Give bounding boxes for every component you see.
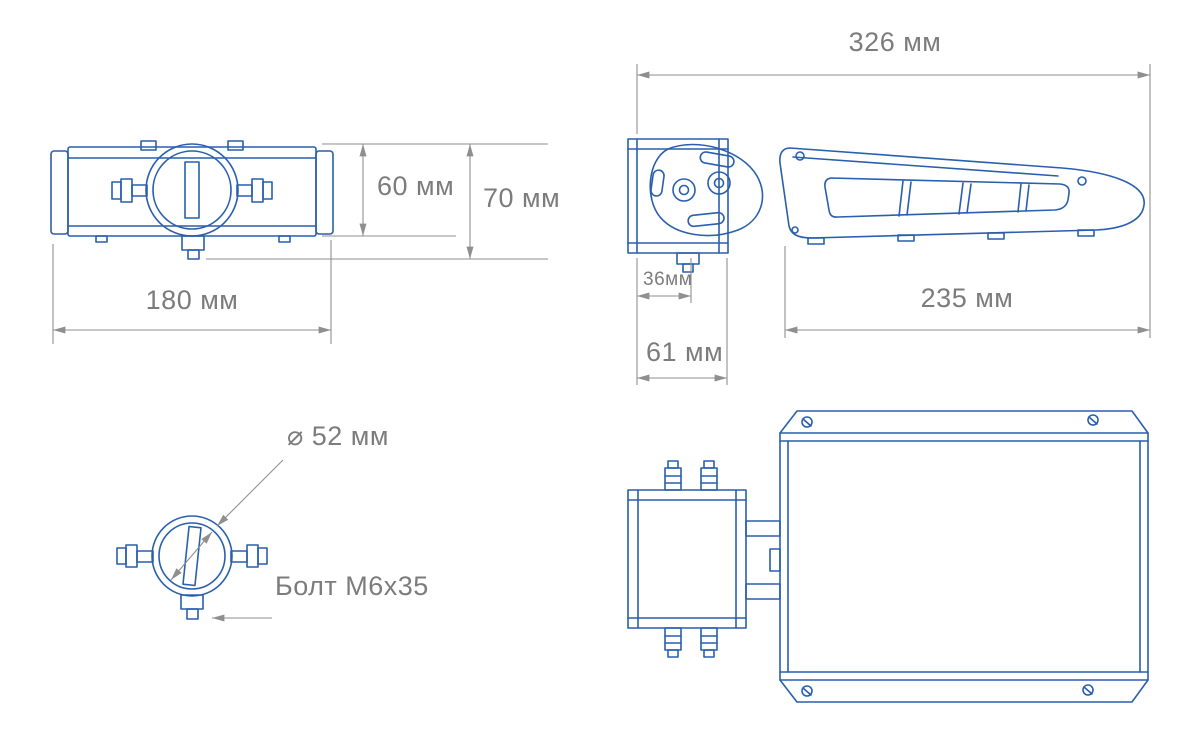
side-view-bracket [627,138,729,273]
top-view-drawing [627,410,1149,703]
dimension-label-bracket-width: 61 мм [646,337,724,367]
clamp-section-bolt-right [230,544,268,568]
clamp-bolt-right [236,178,273,203]
clamp-section-drawing [116,515,268,620]
dimension-label-bracket-inner-width: 36мм [643,269,693,290]
dimension-label-clamp-height: 60 мм [377,171,455,201]
clamp-section-annotations [170,459,284,622]
front-view-drawing [50,140,334,260]
clamp-section-bolt-left [116,544,154,568]
dimension-label-total-height: 70 мм [483,183,561,213]
dimension-label-bolt: Болт М6х35 [275,571,429,601]
side-view-dimensions [636,64,1151,385]
dimension-label-total-length: 326 мм [848,27,942,57]
pivot-plate [649,143,764,237]
dimension-label-clamp-diameter: ⌀ 52 мм [287,421,389,451]
lamp-body-top [779,410,1149,703]
dimension-label-front-width: 180 мм [145,285,239,315]
top-view-bracket [627,460,781,658]
dimension-label-body-length: 235 мм [920,283,1014,313]
side-view-drawing [627,138,1145,273]
clamp-bolt-left [111,178,148,203]
front-view-dimensions [52,143,548,344]
lamp-body-side [779,147,1145,245]
